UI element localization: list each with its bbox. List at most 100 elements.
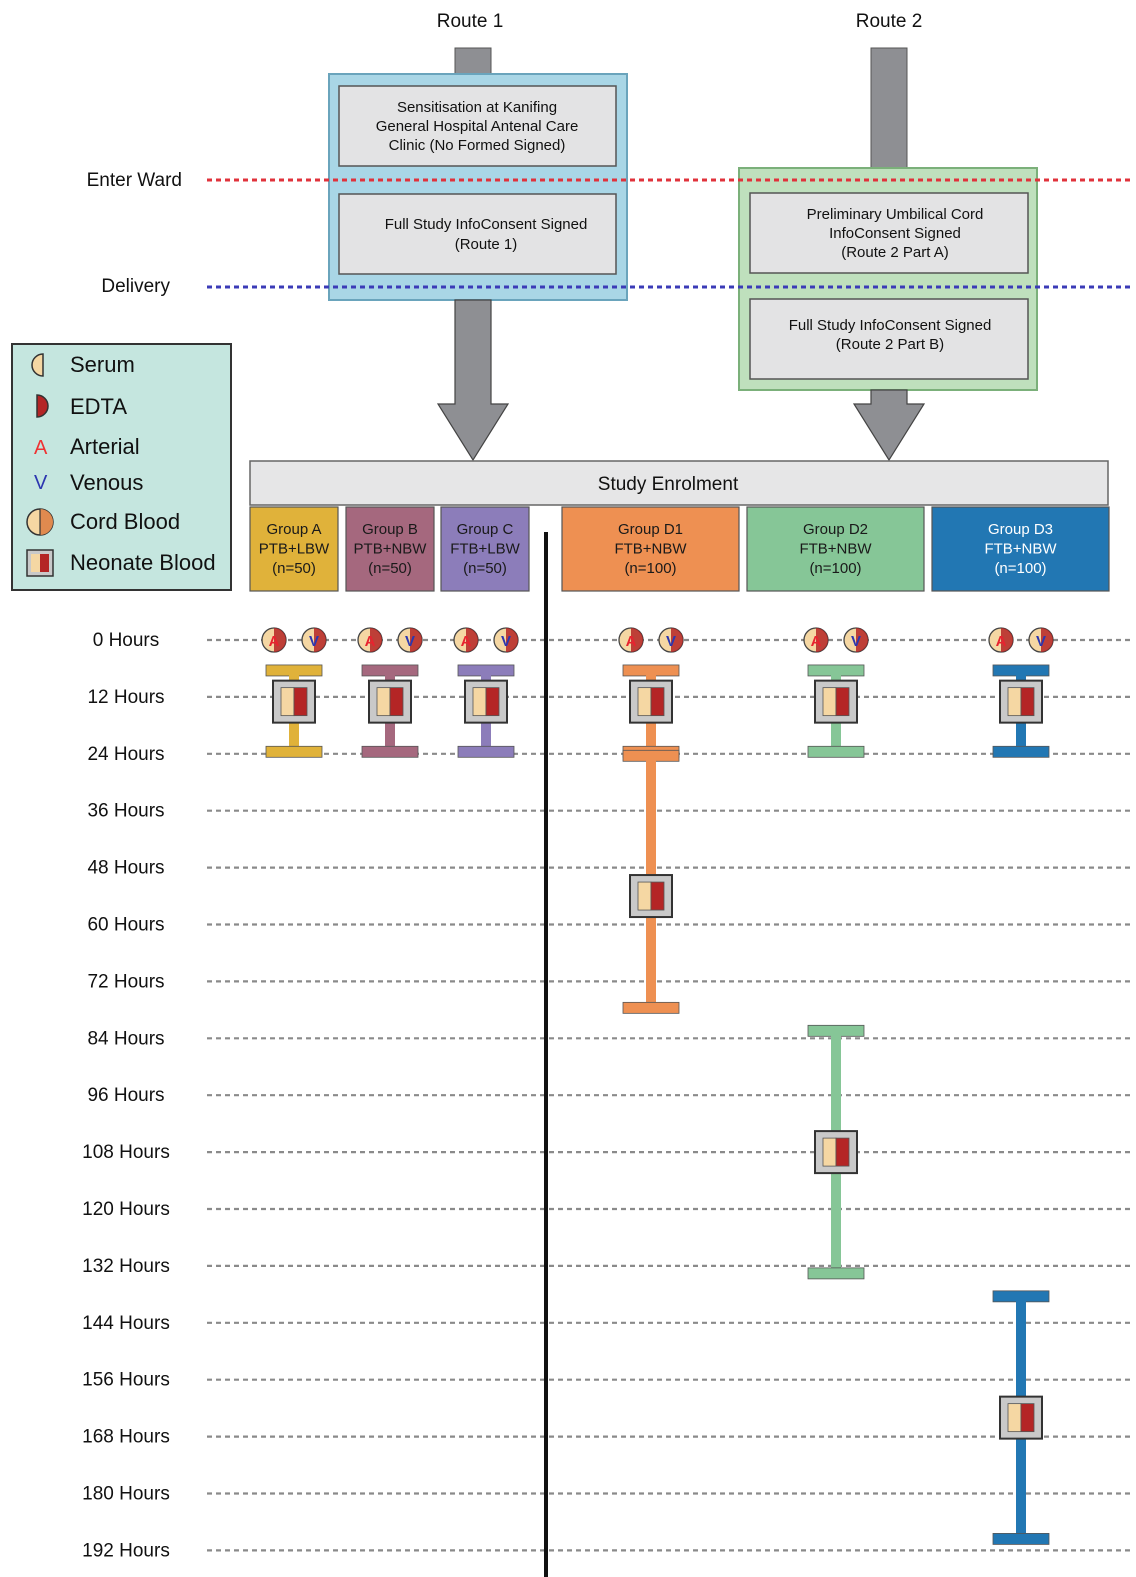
route-2-consent-box: [749, 298, 1029, 380]
legend-venous-label: Venous: [70, 470, 143, 495]
hour-label: 96 Hours: [87, 1085, 164, 1106]
route-2-consent-line-1: Full Study InfoConsent Signed: [789, 317, 992, 334]
edta-half-icon: [410, 628, 422, 652]
arterial-symbol: A: [626, 633, 637, 650]
serum-tube: [637, 687, 652, 717]
route-2-down-arrow: [852, 389, 926, 462]
venous-symbol: V: [501, 633, 511, 650]
edta-half-icon: [506, 628, 518, 652]
group-a-header-line: PTB+LBW: [259, 541, 330, 558]
serum-icon: [31, 353, 44, 377]
hour-label: 180 Hours: [82, 1484, 170, 1505]
group-d3-header-line: FTB+NBW: [984, 541, 1057, 558]
route-1-down-arrow: [436, 299, 510, 462]
route-2-preliminary-box: [749, 192, 1029, 274]
group-c-header-line: FTB+LBW: [450, 541, 520, 558]
edta-half-icon: [274, 628, 286, 652]
group-c-header-line: (n=50): [463, 560, 507, 577]
route-1-consent-box: [338, 193, 617, 275]
arterial-symbol: A: [461, 633, 472, 650]
group-b-header: [345, 506, 435, 592]
venous-symbol: V: [1036, 633, 1046, 650]
venous-symbol: V: [851, 633, 861, 650]
group-d3-header-line: Group D3: [988, 521, 1053, 538]
neonate-blood-icon: [26, 549, 54, 577]
hour-label: 108 Hours: [82, 1142, 170, 1163]
route-2-title: Route 2: [856, 11, 923, 32]
serum-tube: [280, 687, 295, 717]
sampling-window-cap-bottom: [622, 1001, 680, 1014]
arterial-symbol: A: [269, 633, 280, 650]
edta-half-icon: [370, 628, 382, 652]
legend-neonate-blood-label: Neonate Blood: [70, 550, 216, 575]
venous-symbol: V: [666, 633, 676, 650]
group-d2-header-line: FTB+NBW: [799, 541, 872, 558]
edta-tube: [650, 687, 665, 717]
legend-box: [11, 343, 232, 591]
edta-tube: [835, 687, 850, 717]
arterial-symbol: A: [365, 633, 376, 650]
group-d3-header-line: (n=100): [994, 560, 1046, 577]
arterial-symbol: A: [996, 633, 1007, 650]
edta-half-icon: [314, 628, 326, 652]
serum-tube: [637, 881, 652, 911]
arterial-icon: A: [34, 437, 48, 459]
route-2-top-arrow: [870, 47, 908, 169]
edta-half-icon: [856, 628, 868, 652]
route-1-sensitisation-box: [338, 85, 617, 167]
hour-label: 36 Hours: [87, 801, 164, 822]
hour-label: 168 Hours: [82, 1427, 170, 1448]
legend-serum-label: Serum: [70, 352, 135, 377]
edta-tube: [293, 687, 308, 717]
group-d2-header: [746, 506, 925, 592]
sampling-window-cap-bottom: [992, 1533, 1050, 1545]
venous-symbol: V: [405, 633, 415, 650]
hour-label: 132 Hours: [82, 1256, 170, 1277]
cord-blood-icon: [26, 508, 54, 536]
sampling-window-cap-bottom: [265, 745, 323, 758]
serum-tube: [472, 687, 487, 717]
serum-tube: [376, 687, 391, 717]
sampling-window-cap-bottom: [992, 745, 1050, 758]
hour-label: 12 Hours: [87, 687, 164, 708]
hour-label: 48 Hours: [87, 858, 164, 879]
study-enrolment-label: Study Enrolment: [598, 474, 739, 495]
hour-label: 156 Hours: [82, 1370, 170, 1391]
route-1-sensitisation-line-1: Sensitisation at Kanifing: [397, 99, 557, 116]
legend-cord-blood-label: Cord Blood: [70, 509, 180, 534]
route-1-sensitisation-line-3: Clinic (No Formed Signed): [389, 137, 566, 154]
edta-half-icon: [816, 628, 828, 652]
edta-half-icon: [631, 628, 643, 652]
edta-tube: [485, 687, 500, 717]
group-b-header-line: PTB+NBW: [354, 541, 428, 558]
study-enrolment-bar: [249, 460, 1109, 506]
group-b-header-line: Group B: [362, 521, 418, 538]
group-d2-header-line: (n=100): [809, 560, 861, 577]
venous-symbol: V: [309, 633, 319, 650]
serum-tube: [822, 687, 837, 717]
edta-icon: [36, 394, 49, 418]
group-d2-header-line: Group D2: [803, 521, 868, 538]
edta-half-icon: [1041, 628, 1053, 652]
group-a-header-line: (n=50): [272, 560, 316, 577]
hour-label: 60 Hours: [87, 915, 164, 936]
hour-label: 192 Hours: [82, 1540, 170, 1561]
serum-tube: [1007, 1403, 1022, 1433]
hour-label: 24 Hours: [87, 744, 164, 765]
sampling-window-cap-bottom: [807, 1267, 865, 1280]
sampling-window-cap-bottom: [457, 745, 515, 758]
route-2-consent-line-2: (Route 2 Part B): [836, 336, 944, 353]
route-1-title: Route 1: [437, 11, 504, 32]
group-d1-header-line: Group D1: [618, 521, 683, 538]
route-2-preliminary-line-3: (Route 2 Part A): [841, 244, 949, 261]
hour-label: 144 Hours: [82, 1313, 170, 1334]
edta-half-icon: [671, 628, 683, 652]
group-d1-header-line: FTB+NBW: [614, 541, 687, 558]
venous-icon: V: [34, 472, 48, 494]
edta-tube: [389, 687, 404, 717]
serum-tube: [1007, 687, 1022, 717]
sampling-window-cap-bottom: [807, 745, 865, 758]
edta-tube: [835, 1137, 850, 1167]
legend-edta-label: EDTA: [70, 394, 127, 419]
